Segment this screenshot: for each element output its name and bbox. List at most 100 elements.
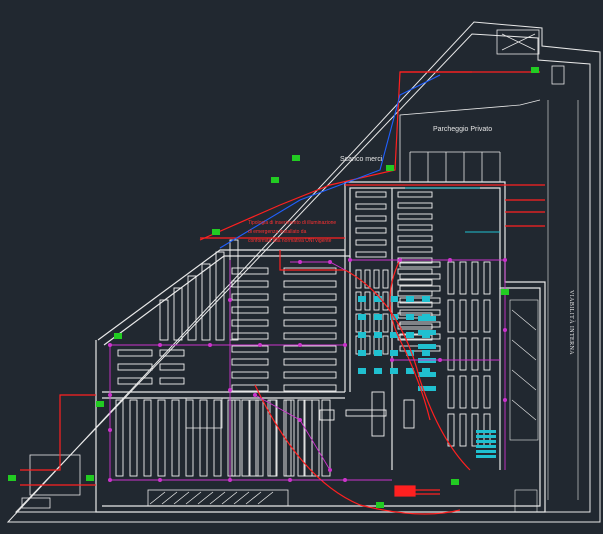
magenta-node-icon xyxy=(298,343,302,347)
magenta-node-icon xyxy=(258,343,262,347)
cooling-unit xyxy=(418,386,436,391)
magenta-node-icon xyxy=(348,258,352,262)
shelf-rack xyxy=(115,399,124,477)
shelf-rack xyxy=(397,268,433,275)
shelf-rack xyxy=(483,299,491,333)
shelf-rack xyxy=(297,399,306,477)
cooling-unit xyxy=(358,332,366,338)
magenta-node-icon xyxy=(108,428,112,432)
parking-label: Parcheggio Privato xyxy=(433,126,492,133)
shelf-rack xyxy=(267,399,277,477)
cooling-unit xyxy=(476,435,496,438)
shelf-rack xyxy=(399,285,441,292)
shelf-rack xyxy=(201,263,211,341)
shelf-rack xyxy=(143,399,152,477)
shelf-rack xyxy=(399,297,441,304)
site-outline xyxy=(6,21,601,523)
fire-line xyxy=(219,74,441,249)
cooling-unit xyxy=(358,350,366,356)
cooling-unit xyxy=(422,368,430,374)
magenta-node-icon xyxy=(228,388,232,392)
exit-signs xyxy=(8,67,539,508)
cooling-unit xyxy=(406,296,414,302)
shelf-rack xyxy=(173,287,183,341)
shelf-rack xyxy=(199,399,208,477)
shelf-rack xyxy=(231,306,269,314)
magenta-node-icon xyxy=(208,343,212,347)
shelf-rack xyxy=(397,235,433,242)
green-exit-icon xyxy=(531,67,539,73)
cooling-unit xyxy=(418,358,436,363)
shelf-rack xyxy=(229,239,239,341)
magenta-node-icon xyxy=(298,418,302,422)
magenta-node-icon xyxy=(438,358,442,362)
shelf-rack xyxy=(399,309,441,316)
green-exit-icon xyxy=(386,165,394,171)
green-exit-icon xyxy=(376,502,384,508)
shelf-rack xyxy=(397,213,433,220)
cooling-unit xyxy=(422,296,430,302)
shelf-rack xyxy=(373,269,380,289)
cooling-unit xyxy=(390,350,398,356)
green-exit-icon xyxy=(271,177,279,183)
cooling-unit xyxy=(390,368,398,374)
shelf-rack xyxy=(382,269,389,289)
cooling-unit xyxy=(476,455,496,458)
shelf-rack xyxy=(283,280,337,288)
cooling-unit xyxy=(390,296,398,302)
shelf-rack xyxy=(447,413,455,447)
magenta-node-icon xyxy=(343,478,347,482)
magenta-node-icon xyxy=(298,260,302,264)
shelf-rack xyxy=(471,375,479,409)
shelf-rack xyxy=(459,337,467,371)
magenta-node-icon xyxy=(390,358,394,362)
shelf-rack xyxy=(399,273,441,280)
shelf-rack xyxy=(382,335,389,355)
shelf-rack xyxy=(321,399,331,477)
magenta-node-icon xyxy=(288,478,292,482)
shelf-rack xyxy=(303,399,313,477)
shelf-rack xyxy=(283,306,337,314)
shelf-rack xyxy=(283,293,337,301)
shelf-rack xyxy=(231,384,269,392)
shelf-rack xyxy=(283,319,337,327)
shelf-rack xyxy=(171,399,180,477)
shelf-rack xyxy=(355,269,362,289)
magenta-node-icon xyxy=(228,298,232,302)
shelf-rack xyxy=(397,301,433,308)
shelf-rack xyxy=(355,251,387,258)
shelf-rack xyxy=(397,191,433,198)
internal-road-label: VIABILITÀ INTERNA xyxy=(568,290,576,355)
magenta-node-icon xyxy=(158,478,162,482)
shelf-rack xyxy=(382,313,389,333)
cooling-unit xyxy=(476,445,496,448)
shelf-rack xyxy=(283,345,337,353)
building-walls xyxy=(95,181,546,513)
shelf-rack xyxy=(471,261,479,295)
emergency-note: Tipologia di inserimento di illuminazion… xyxy=(248,220,336,244)
shelf-rack xyxy=(483,337,491,371)
shelf-rack xyxy=(471,337,479,371)
magenta-node-icon xyxy=(228,478,232,482)
cooling-unit xyxy=(374,332,382,338)
shelf-rack xyxy=(117,377,153,385)
shelf-rack xyxy=(459,413,467,447)
cooling-unit xyxy=(374,368,382,374)
note-line-3: conformità alla normativa UNI vigente xyxy=(248,238,332,244)
shelf-rack xyxy=(364,313,371,333)
shelving-center-hall xyxy=(355,191,433,355)
magenta-node-icon xyxy=(108,478,112,482)
magenta-node-icon xyxy=(448,258,452,262)
shelf-rack xyxy=(283,371,337,379)
shelf-rack xyxy=(355,227,387,234)
parking-stalls xyxy=(409,151,501,182)
shelf-rack xyxy=(364,269,371,289)
shelf-rack xyxy=(397,323,433,330)
shelf-rack xyxy=(355,239,387,246)
shelf-rack xyxy=(159,299,169,341)
magenta-node-icon xyxy=(108,343,112,347)
cooling-unit xyxy=(358,296,366,302)
shelf-rack xyxy=(397,279,433,286)
shelf-rack xyxy=(215,251,225,341)
cooling-unit xyxy=(406,368,414,374)
